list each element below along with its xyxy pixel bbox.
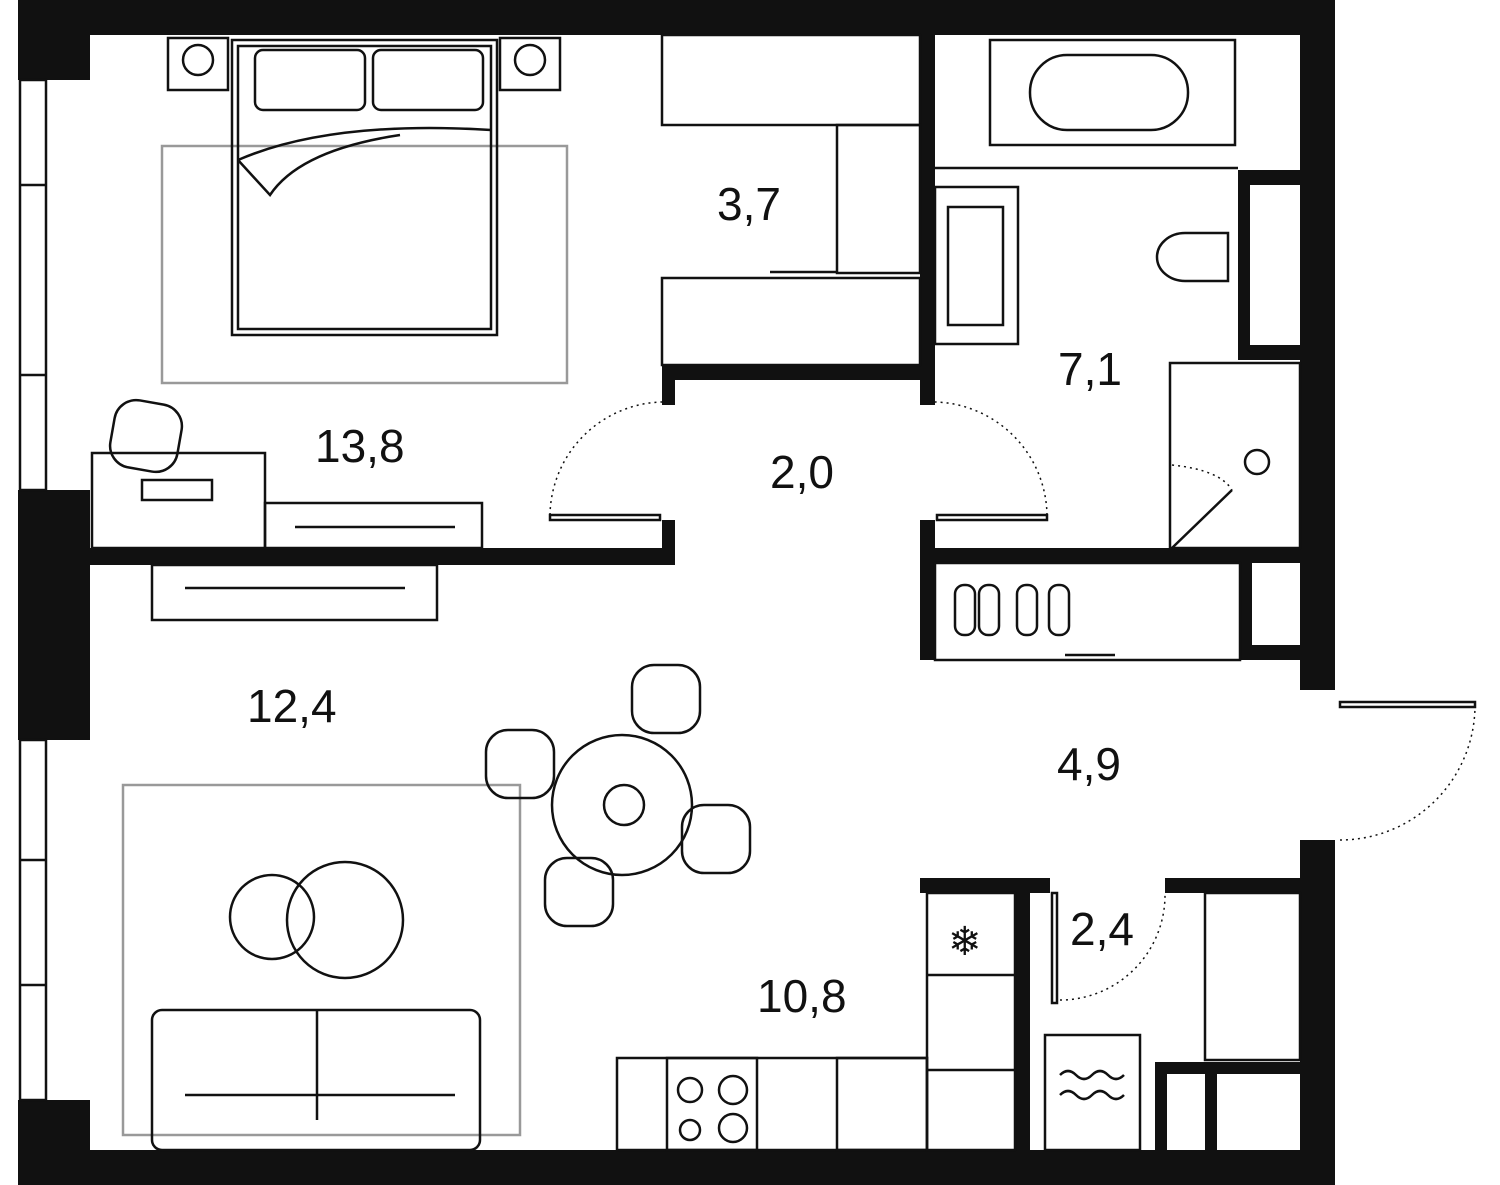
- snowflake-icon: ❄: [948, 919, 982, 964]
- windows: [18, 78, 48, 1102]
- area-label-living-room: 12,4: [247, 680, 337, 732]
- wardrobe-furniture: [660, 33, 922, 367]
- area-label-kitchen: 10,8: [757, 970, 847, 1022]
- area-label-hall-small: 2,0: [770, 446, 834, 498]
- bedroom-furniture: [90, 36, 569, 550]
- area-label-storage: 2,4: [1070, 903, 1134, 955]
- area-label-entrance-hall: 4,9: [1057, 738, 1121, 790]
- entrance-furniture: [933, 561, 1242, 662]
- area-label-bedroom: 13,8: [315, 420, 405, 472]
- area-label-wardrobe: 3,7: [717, 178, 781, 230]
- room-area-labels: 13,8 3,7 2,0 7,1 12,4 4,9 10,8 2,4: [247, 178, 1134, 1022]
- kitchen-furniture: ❄: [615, 891, 1302, 1152]
- area-label-bathroom: 7,1: [1058, 343, 1122, 395]
- bathroom-fixtures: [933, 38, 1302, 550]
- walls: [18, 0, 1335, 1185]
- living-furniture: [121, 563, 752, 1152]
- doors: [548, 401, 1477, 1005]
